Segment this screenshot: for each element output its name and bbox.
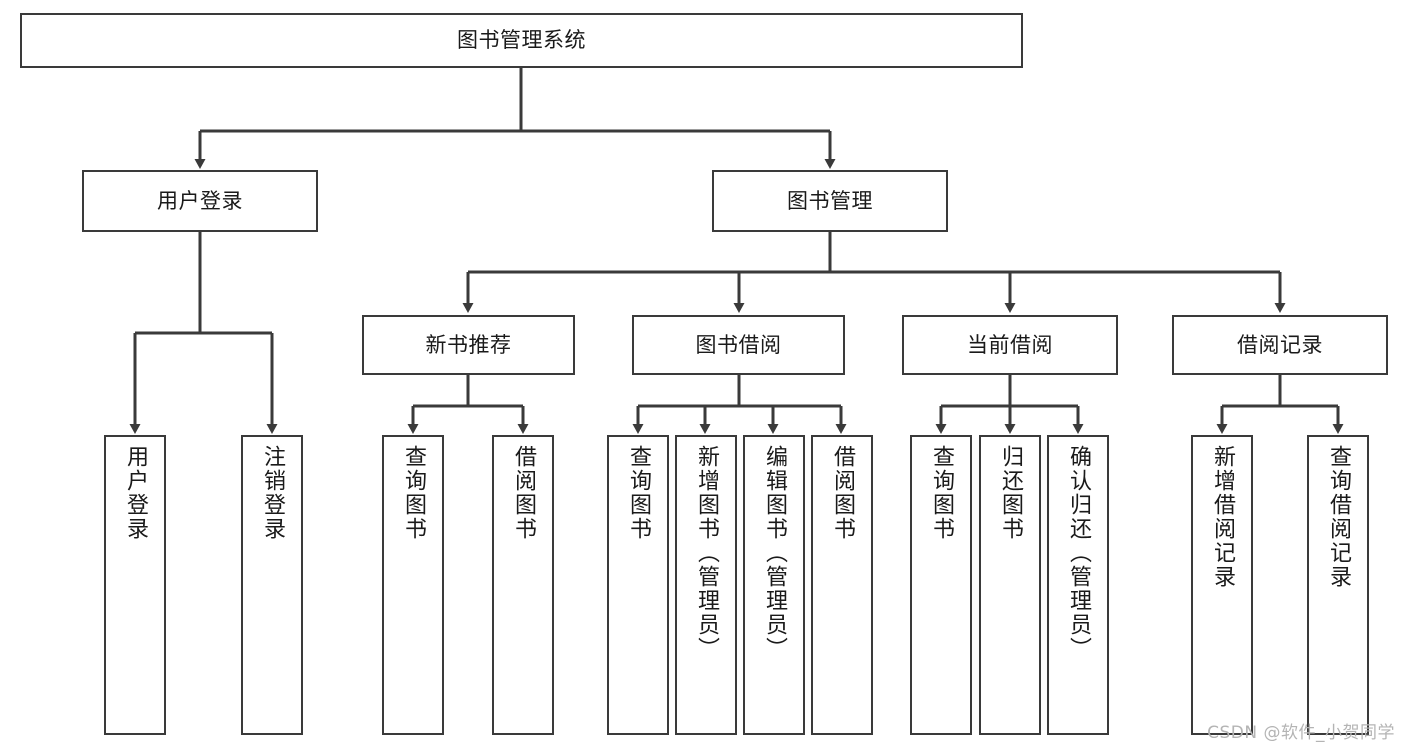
leaf-borrow-book-1[interactable]: 借阅图书 bbox=[492, 435, 554, 735]
node-book-management[interactable]: 图书管理 bbox=[712, 170, 948, 232]
leaf-query-record[interactable]: 查询借阅记录 bbox=[1307, 435, 1369, 735]
node-label: 注销登录 bbox=[260, 445, 285, 541]
node-book-borrow[interactable]: 图书借阅 bbox=[632, 315, 845, 375]
leaf-return-book[interactable]: 归还图书 bbox=[979, 435, 1041, 735]
node-label: 查询图书 bbox=[626, 445, 651, 541]
node-label: 新增图书（管理员） bbox=[694, 445, 719, 661]
node-label: 图书借阅 bbox=[695, 332, 782, 357]
node-label: 借阅记录 bbox=[1237, 332, 1323, 357]
node-root-system[interactable]: 图书管理系统 bbox=[20, 13, 1023, 68]
node-label: 查询图书 bbox=[929, 445, 954, 541]
node-label: 图书管理 bbox=[787, 188, 873, 213]
leaf-add-record[interactable]: 新增借阅记录 bbox=[1191, 435, 1253, 735]
node-label: 当前借阅 bbox=[967, 332, 1053, 357]
leaf-query-book-1[interactable]: 查询图书 bbox=[382, 435, 444, 735]
node-label: 新增借阅记录 bbox=[1210, 445, 1235, 589]
node-label: 借阅图书 bbox=[830, 445, 855, 541]
node-label: 新书推荐 bbox=[425, 332, 512, 357]
leaf-confirm-return[interactable]: 确认归还（管理员） bbox=[1047, 435, 1109, 735]
watermark: CSDN @软件_小贺同学 bbox=[1207, 723, 1395, 743]
leaf-user-login[interactable]: 用户登录 bbox=[104, 435, 166, 735]
node-new-book-recommend[interactable]: 新书推荐 bbox=[362, 315, 575, 375]
leaf-add-book[interactable]: 新增图书（管理员） bbox=[675, 435, 737, 735]
node-label: 查询图书 bbox=[401, 445, 426, 541]
leaf-user-logout[interactable]: 注销登录 bbox=[241, 435, 303, 735]
leaf-query-book-3[interactable]: 查询图书 bbox=[910, 435, 972, 735]
leaf-borrow-book-2[interactable]: 借阅图书 bbox=[811, 435, 873, 735]
node-label: 借阅图书 bbox=[511, 445, 536, 541]
node-label: 编辑图书（管理员） bbox=[762, 445, 787, 661]
leaf-edit-book[interactable]: 编辑图书（管理员） bbox=[743, 435, 805, 735]
leaf-query-book-2[interactable]: 查询图书 bbox=[607, 435, 669, 735]
node-label: 图书管理系统 bbox=[457, 28, 586, 53]
node-label: 查询借阅记录 bbox=[1326, 445, 1351, 589]
node-label: 用户登录 bbox=[123, 445, 148, 541]
node-current-borrow[interactable]: 当前借阅 bbox=[902, 315, 1118, 375]
node-borrow-record[interactable]: 借阅记录 bbox=[1172, 315, 1388, 375]
node-label: 归还图书 bbox=[998, 445, 1023, 541]
node-label: 确认归还（管理员） bbox=[1066, 445, 1091, 661]
node-user-login[interactable]: 用户登录 bbox=[82, 170, 318, 232]
node-label: 用户登录 bbox=[157, 188, 243, 213]
